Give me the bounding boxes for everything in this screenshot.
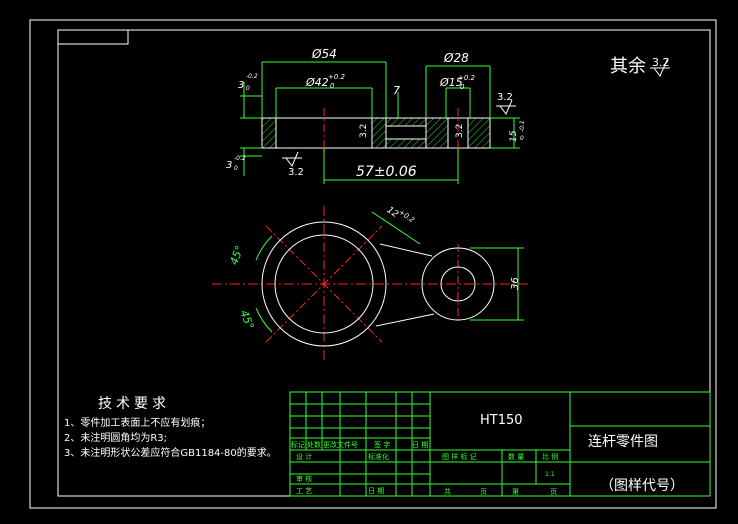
header-sign: 签 字 (374, 440, 390, 449)
roughness-right: 3.2 (497, 92, 513, 103)
dim-h3-top-tol: -0.2 (246, 73, 258, 80)
label-scale: 比 例 (542, 452, 558, 461)
dim-angle-2: 45° (237, 308, 256, 331)
label-sheetno: 第 (512, 487, 519, 496)
header-mark: 标记 (291, 440, 305, 449)
dim-h3-top: 3 (238, 80, 244, 91)
label-weight: 数 量 (508, 452, 524, 461)
dim-h3-bot-tol: -0.2 (234, 155, 246, 162)
tech-title: 技术要求 (98, 396, 170, 412)
label-review: 审 核 (296, 474, 312, 483)
label-stage-mark: 图 样 标 记 (442, 452, 477, 461)
code-box (57, 29, 129, 45)
label-standardize: 标准化 (368, 452, 389, 461)
roughness-rest-label: 其余 (610, 56, 646, 77)
small-boss-outer (421, 247, 495, 321)
tech-item-3: 3、未注明形状公差应符合GB1184-80的要求。 (64, 446, 277, 459)
dim-h15-tol: -0.1 (519, 120, 526, 132)
header-change: 更改文件号 (323, 440, 358, 449)
drawing-code: （图样代号） (600, 478, 684, 494)
hatch-web-bot (385, 138, 427, 149)
roughness-inner-right: 3.2 (455, 124, 465, 138)
label-process: 工 艺 (296, 487, 312, 495)
label-total: 共 (444, 487, 451, 496)
top-view (212, 206, 530, 360)
material: HT150 (480, 413, 523, 428)
dim-r12-tol: +0.2 (397, 208, 416, 225)
dim-d28: Ø28 (443, 51, 469, 65)
dim-d15-tol: +0.2 (458, 74, 476, 82)
small-boss-inner (440, 266, 476, 302)
header-date: 日 期 (412, 441, 428, 449)
hatch-left-inner (371, 117, 387, 149)
dim-d42: Ø42 (305, 76, 329, 89)
dim-angle-1: 45° (228, 244, 247, 267)
dim-d42-tol: +0.2 (328, 73, 346, 81)
hatch-right-inner (467, 117, 491, 149)
label-page2: 页 (550, 488, 557, 496)
section-view (240, 61, 520, 184)
header-count: 处数 (307, 440, 321, 449)
dim-r36: 36 (510, 277, 521, 290)
dim-d15-tol0: 0 (460, 83, 465, 91)
dim-center-distance: 57±0.06 (356, 164, 417, 180)
tech-item-2: 2、未注明圆角均为R3; (64, 431, 167, 444)
dim-d54: Ø54 (311, 47, 337, 61)
scale-value: 1:1 (545, 471, 555, 478)
hatch-web-top (385, 117, 427, 127)
hatch-right-outer (425, 117, 449, 149)
tech-item-1: 1、零件加工表面上不应有划痕； (64, 416, 210, 429)
hatch-left-outer (261, 117, 277, 149)
roughness-rest-value: 3.2 (652, 56, 670, 69)
dim-h15-tol0: 0 (520, 135, 524, 142)
label-date: 日 期 (368, 487, 384, 495)
roughness-inner-left: 3.2 (359, 124, 369, 138)
label-page1: 页 (480, 488, 487, 496)
boss-inner (274, 234, 374, 334)
dim-seven: 7 (393, 84, 400, 97)
boss-outer (261, 221, 387, 347)
dim-h3-bot: 3 (226, 160, 232, 171)
dim-h3-bot-tol0: 0 (234, 165, 238, 172)
dim-h3-top-tol0: 0 (246, 85, 250, 92)
dim-d42-tol0: 0 (330, 82, 335, 90)
part-name: 连杆零件图 (588, 434, 658, 450)
dim-h15: 15 (509, 130, 519, 142)
title-block (289, 391, 711, 497)
label-design: 设 计 (296, 452, 312, 461)
roughness-bottom: 3.2 (288, 167, 304, 178)
dim-d15: Ø15 (439, 76, 463, 89)
outer-border (29, 19, 717, 509)
